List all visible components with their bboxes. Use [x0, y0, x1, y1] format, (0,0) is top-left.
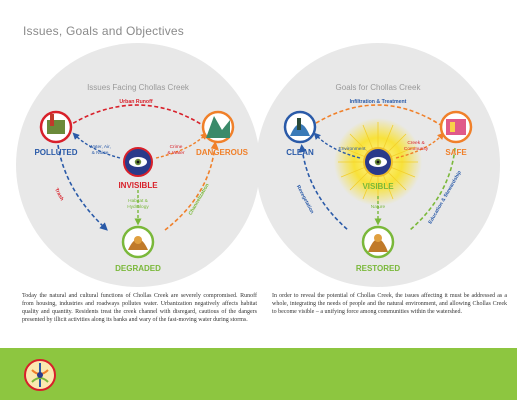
goals-label-inner-left: Environment	[339, 146, 367, 152]
safe-icon	[446, 119, 466, 135]
safe-node: SAFE	[439, 110, 473, 157]
degraded-label: DEGRADED	[115, 264, 161, 273]
issues-label-top: Urban Runoff	[119, 99, 152, 105]
restored-node: RESTORED	[356, 225, 401, 273]
issues-arrow-top	[61, 104, 211, 131]
degraded-node: DEGRADED	[115, 225, 161, 273]
issues-description: Today the natural and cultural functions…	[22, 293, 257, 323]
goals-description: In order to reveal the potential of Chol…	[272, 293, 507, 315]
goals-label-top: Infiltration & Treatment	[350, 99, 407, 105]
clean-label: CLEAN	[286, 148, 314, 157]
issues-label-inner-bottom-2: Hydrology	[127, 204, 149, 210]
degraded-icon	[128, 239, 148, 250]
goals-arrow-top	[304, 104, 452, 133]
goals-inner-left	[313, 132, 361, 159]
issues-label-inner-left-1: Water, Air,	[89, 144, 111, 150]
issues-arrow-right	[164, 141, 219, 231]
polluted-icon	[47, 120, 65, 134]
dangerous-icon	[206, 116, 230, 138]
issues-label-inner-right-2: & Water	[167, 150, 185, 156]
goals-diagram: Goals for Chollas Creek Infiltration & T…	[256, 43, 500, 287]
polluted-label: POLLUTED	[34, 148, 77, 157]
issues-title: Issues Facing Chollas Creek	[87, 83, 190, 92]
invisible-node: INVISIBLE	[118, 147, 158, 190]
goals-label-inner-right-2: Community	[404, 146, 429, 152]
goals-title: Goals for Chollas Creek	[336, 83, 422, 92]
issues-inner-right	[155, 132, 208, 159]
issues-label-inner-left-2: & Noise	[92, 150, 109, 156]
goals-arrow-left	[298, 144, 349, 231]
issues-label-left: Trash	[53, 187, 65, 202]
visible-label: VISIBLE	[362, 182, 394, 191]
restored-icon	[368, 239, 388, 252]
goals-inner-right	[395, 132, 445, 159]
visible-node: VISIBLE	[362, 147, 394, 191]
page-title: Issues, Goals and Objectives	[23, 24, 185, 38]
issues-inner-left	[72, 132, 121, 159]
invisible-label: INVISIBLE	[118, 181, 158, 190]
dangerous-node: DANGEROUS	[196, 110, 249, 157]
safe-label: SAFE	[445, 148, 467, 157]
chollas-creek-logo-icon	[24, 359, 56, 391]
goals-label-inner-right-1: Creek &	[407, 140, 425, 146]
issues-diagram: Issues Facing Chollas Creek Urban Runoff…	[16, 43, 260, 287]
clean-node: CLEAN	[283, 110, 317, 157]
restored-label: RESTORED	[356, 264, 401, 273]
dangerous-label: DANGEROUS	[196, 148, 249, 157]
goals-label-inner-bottom: Nature	[371, 204, 386, 210]
polluted-node: POLLUTED	[34, 110, 78, 157]
issues-arrow-left	[57, 144, 108, 231]
footer-band	[0, 348, 517, 400]
issues-label-inner-right-1: Crime	[170, 144, 183, 150]
issues-label-inner-bottom-1: Habitat &	[128, 198, 149, 204]
goals-arrow-right	[409, 147, 456, 231]
